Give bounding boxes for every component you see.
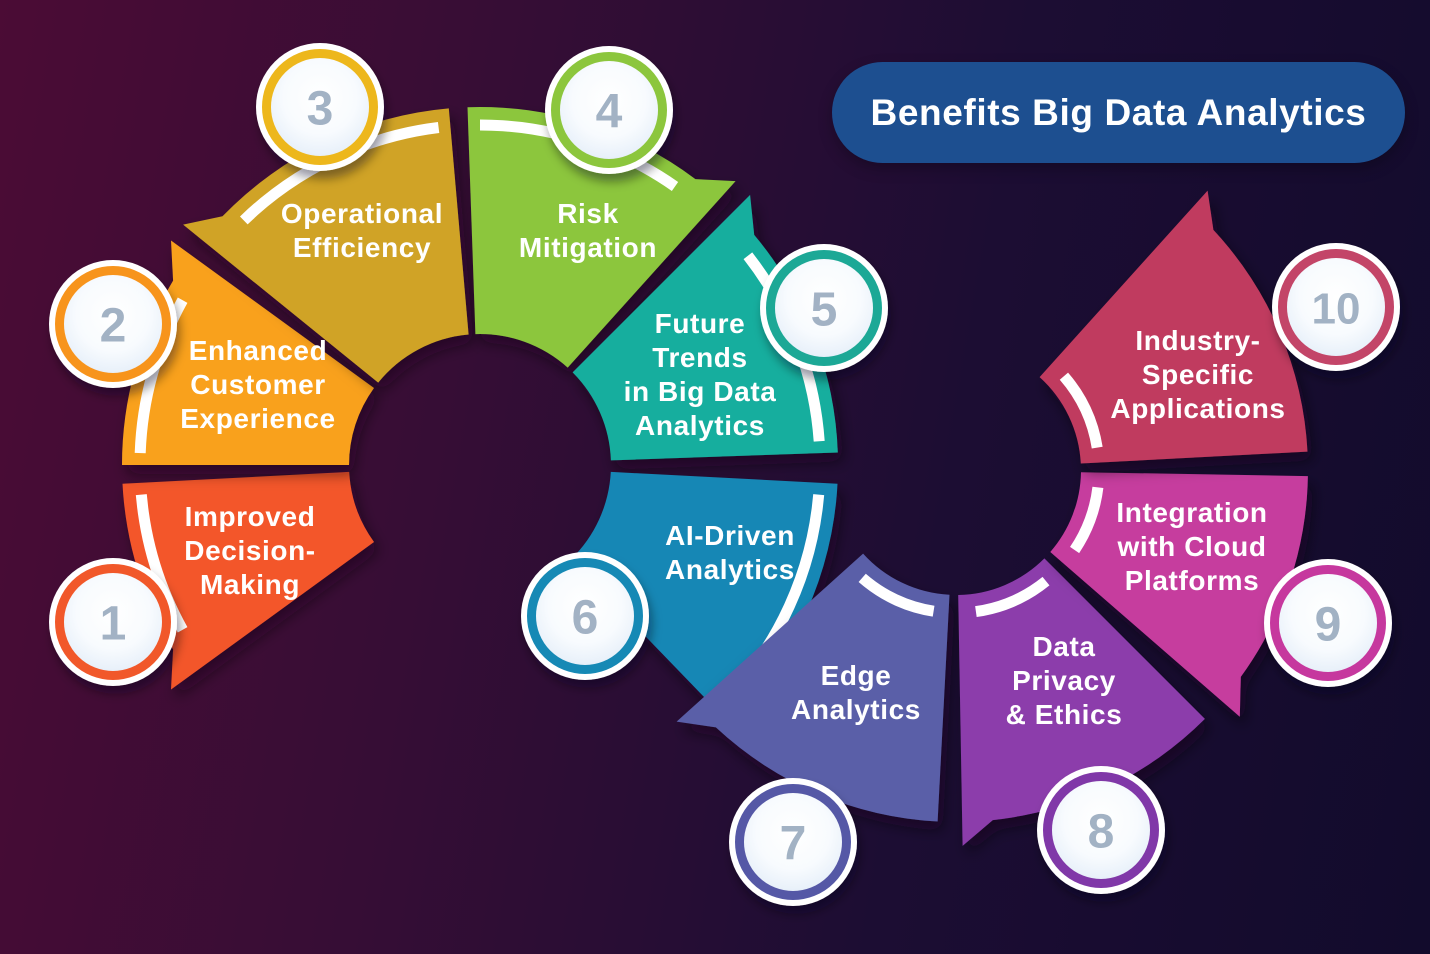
segment-label-line: Analytics xyxy=(791,694,921,725)
badge-number: 4 xyxy=(596,86,623,139)
segment-label-line: Platforms xyxy=(1125,565,1260,596)
badge-inner-disc xyxy=(744,793,842,891)
segment-shape-3 xyxy=(183,108,469,383)
segment-7-edge-analytics xyxy=(676,553,950,822)
badge-number: 6 xyxy=(572,592,599,645)
segment-stripe-7 xyxy=(858,573,935,617)
segment-label-line: Industry- xyxy=(1135,325,1260,356)
segment-shape-4 xyxy=(467,106,736,368)
number-badge-5: 5 xyxy=(760,244,888,372)
number-badge-10: 10 xyxy=(1272,243,1400,371)
badge-inner-disc xyxy=(271,58,369,156)
badge-inner-disc xyxy=(1279,574,1377,672)
badge-color-ring xyxy=(55,564,171,680)
number-badge-2: 2 xyxy=(49,260,177,388)
segment-label-line: Analytics xyxy=(665,554,795,585)
badge-color-ring xyxy=(1270,565,1386,681)
number-badge-3: 3 xyxy=(256,43,384,171)
badge-inner-disc xyxy=(775,259,873,357)
badge-inner-disc xyxy=(1052,781,1150,879)
segment-shape-2 xyxy=(121,240,374,465)
badge-number: 2 xyxy=(100,300,127,353)
badge-color-ring xyxy=(527,558,643,674)
number-badge-1: 1 xyxy=(49,558,177,686)
segment-label-line: Efficiency xyxy=(293,232,431,263)
segment-8-data-privacy-ethics xyxy=(958,558,1205,846)
badge-number: 3 xyxy=(307,83,334,136)
badge-number: 10 xyxy=(1312,285,1361,334)
badge-number: 9 xyxy=(1315,599,1342,652)
segment-shape-8 xyxy=(958,558,1205,846)
segment-9-integration-with-cloud-platforms xyxy=(1050,472,1308,717)
segment-label-line: Making xyxy=(200,569,300,600)
segment-stripe-10 xyxy=(1059,372,1103,449)
badge-color-ring xyxy=(262,49,378,165)
segment-label-line: with Cloud xyxy=(1116,531,1266,562)
segment-label-line: Edge xyxy=(821,660,892,691)
segment-label-line: Experience xyxy=(180,403,335,434)
segment-label-line: Trends xyxy=(652,342,747,373)
badge-color-ring xyxy=(766,250,882,366)
segment-shape-1 xyxy=(122,471,374,690)
segment-stripe-8 xyxy=(975,576,1050,618)
page-title: Benefits Big Data Analytics xyxy=(870,91,1367,133)
badge-inner-disc xyxy=(560,61,658,159)
segment-label-line: Improved xyxy=(185,501,316,532)
number-badge-8: 8 xyxy=(1037,766,1165,894)
badge-number: 7 xyxy=(780,818,807,871)
badge-inner-disc xyxy=(64,275,162,373)
segment-label-line: Mitigation xyxy=(519,232,657,263)
number-badge-9: 9 xyxy=(1264,559,1392,687)
segment-label-line: Risk xyxy=(557,198,619,229)
number-badge-7: 7 xyxy=(729,778,857,906)
badge-color-ring xyxy=(551,52,667,168)
badge-color-ring xyxy=(735,784,851,900)
segment-label-line: Analytics xyxy=(635,410,765,441)
number-badge-6: 6 xyxy=(521,552,649,680)
title-banner: Benefits Big Data Analytics xyxy=(832,62,1405,163)
segment-stripe-9 xyxy=(1069,486,1104,554)
segment-label-line: Future xyxy=(655,308,746,339)
badge-inner-disc xyxy=(536,567,634,665)
segment-shape-5 xyxy=(572,194,838,461)
segment-label-line: Data xyxy=(1032,631,1095,662)
segment-shape-7 xyxy=(676,553,950,822)
segment-label-line: Integration xyxy=(1116,497,1267,528)
segment-label-line: Privacy xyxy=(1012,665,1116,696)
badge-number: 5 xyxy=(811,284,838,337)
segment-label-line: Operational xyxy=(281,198,443,229)
segment-shape-9 xyxy=(1050,472,1308,717)
segment-10-industry-specific-applications xyxy=(1039,190,1308,464)
segment-shape-10 xyxy=(1039,190,1308,464)
badge-inner-disc xyxy=(1287,258,1385,356)
segment-label-line: Specific xyxy=(1142,359,1254,390)
badge-color-ring xyxy=(1278,249,1394,365)
badge-color-ring xyxy=(55,266,171,382)
badge-inner-disc xyxy=(64,573,162,671)
segment-label-line: Enhanced xyxy=(189,335,328,366)
badge-number: 8 xyxy=(1088,806,1115,859)
segment-label-line: Applications xyxy=(1110,393,1285,424)
segment-label-line: & Ethics xyxy=(1006,699,1123,730)
segment-label-line: Decision- xyxy=(184,535,315,566)
segment-label-line: AI-Driven xyxy=(665,520,795,551)
badge-color-ring xyxy=(1043,772,1159,888)
badge-number: 1 xyxy=(100,598,127,651)
segment-label-line: Customer xyxy=(190,369,326,400)
number-badge-4: 4 xyxy=(545,46,673,174)
segment-label-line: in Big Data xyxy=(624,376,777,407)
